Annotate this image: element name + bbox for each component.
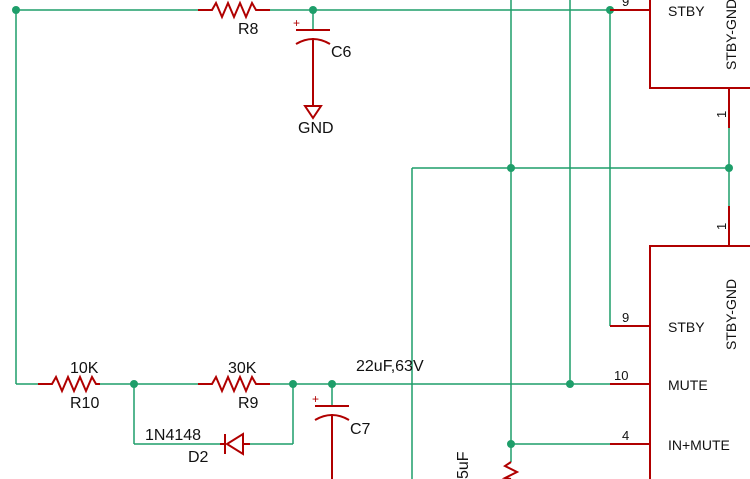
resistor-symbol — [38, 374, 100, 394]
c7-ref-label: C7 — [350, 421, 371, 438]
wires — [15, 0, 730, 479]
r10-ref-label: R10 — [70, 395, 99, 412]
pin-name-stby: STBY — [668, 3, 705, 19]
r10-value-label: 10K — [70, 360, 99, 377]
ground-icon — [303, 105, 323, 120]
d2-value-label: 1N4148 — [145, 427, 201, 444]
ic-body — [649, 0, 750, 89]
junction-dot — [507, 440, 515, 448]
polarity-plus-icon: + — [293, 16, 300, 30]
r9-value-label: 30K — [228, 360, 257, 377]
junction-dot — [507, 164, 515, 172]
d2-ref-label: D2 — [188, 449, 209, 466]
ic-bottom[interactable]: 1 STBY-GND 9 STBY 10 MUTE 4 IN+MUTE — [610, 206, 750, 479]
resistor-r10[interactable]: 10K R10 — [38, 360, 100, 412]
resistor-r9[interactable]: 30K R9 — [198, 360, 270, 412]
partial-cap-value-label: 5uF — [455, 451, 472, 479]
junction-dot — [289, 380, 297, 388]
junction-dot — [566, 380, 574, 388]
ic-top[interactable]: 9 STBY STBY-GND 1 — [610, 0, 750, 128]
resistor-r8[interactable]: R8 — [198, 0, 270, 38]
resistor-symbol — [198, 0, 270, 20]
c7-value-label: 22uF,63V — [356, 358, 424, 375]
ic-body — [649, 245, 750, 479]
pin-number: 10 — [614, 368, 628, 383]
pin-number: 1 — [714, 223, 729, 230]
pin-name-stby-gnd: STBY-GND — [723, 0, 739, 70]
diode-d2[interactable]: 1N4148 D2 — [145, 427, 250, 466]
c6-ref-label: C6 — [331, 44, 352, 61]
pin-name-stby: STBY — [668, 319, 705, 335]
ground-symbol: GND — [298, 105, 334, 137]
r8-ref-label: R8 — [238, 21, 259, 38]
pin-number: 9 — [622, 0, 629, 9]
pin-name-stby-gnd: STBY-GND — [723, 279, 739, 350]
partial-resistor — [501, 461, 520, 479]
junction-dot — [725, 164, 733, 172]
pin-number: 4 — [622, 428, 629, 443]
resistor-symbol — [501, 461, 520, 479]
r9-ref-label: R9 — [238, 395, 259, 412]
junction-dot — [130, 380, 138, 388]
polarity-plus-icon: + — [312, 392, 319, 406]
capacitor-c7[interactable]: + 22uF,63V C7 — [312, 358, 424, 479]
diode-triangle-icon — [225, 432, 244, 456]
capacitor-c6[interactable]: + C6 — [293, 16, 352, 106]
gnd-label: GND — [298, 120, 334, 137]
pin-number: 1 — [714, 111, 729, 118]
junction-dot — [12, 6, 20, 14]
pin-number: 9 — [622, 310, 629, 325]
resistor-symbol — [198, 374, 270, 394]
pin-name-mute: MUTE — [668, 377, 708, 393]
junction-dot — [309, 6, 317, 14]
pin-name-in-mute: IN+MUTE — [668, 437, 730, 453]
junction-dot — [328, 380, 336, 388]
